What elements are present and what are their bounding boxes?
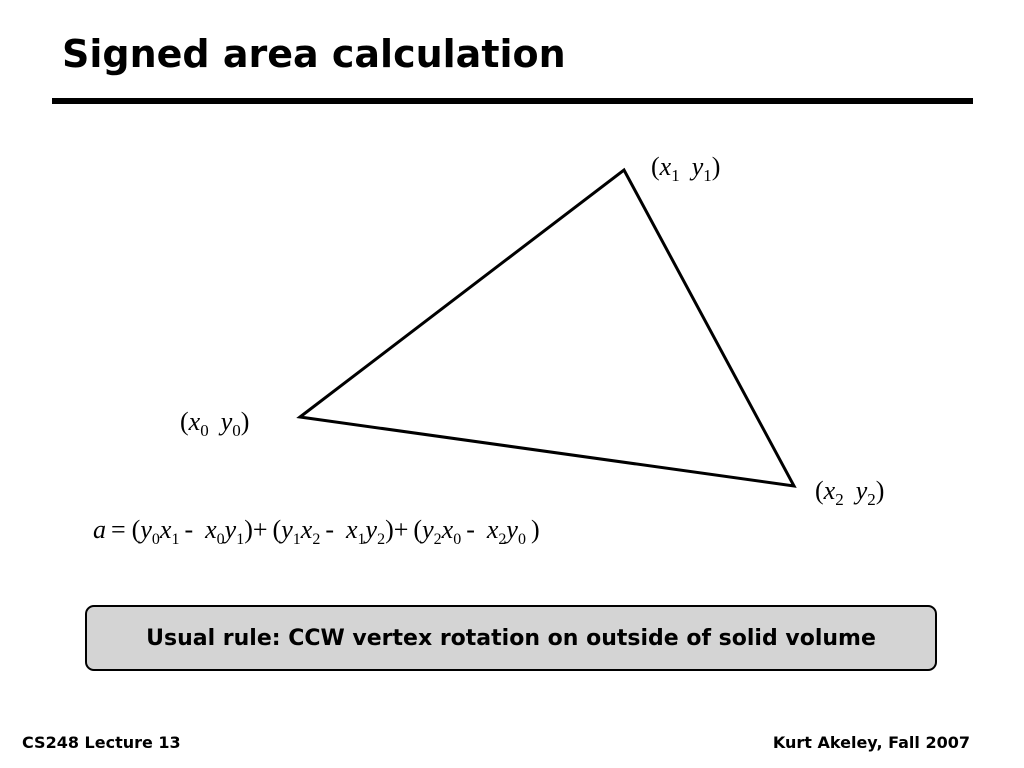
footer-course: CS248 Lecture 13 <box>22 733 181 752</box>
triangle <box>296 167 797 488</box>
rule-callout-text: Usual rule: CCW vertex rotation on outsi… <box>146 625 876 651</box>
signed-area-formula: a=(y0x1-x0y1)+(y1x2-x1y2)+(y2x0-x2y0) <box>93 515 540 548</box>
slide-title: Signed area calculation <box>62 32 566 76</box>
footer-author: Kurt Akeley, Fall 2007 <box>772 733 970 752</box>
rule-callout-box: Usual rule: CCW vertex rotation on outsi… <box>85 605 937 671</box>
title-underline <box>52 98 973 104</box>
